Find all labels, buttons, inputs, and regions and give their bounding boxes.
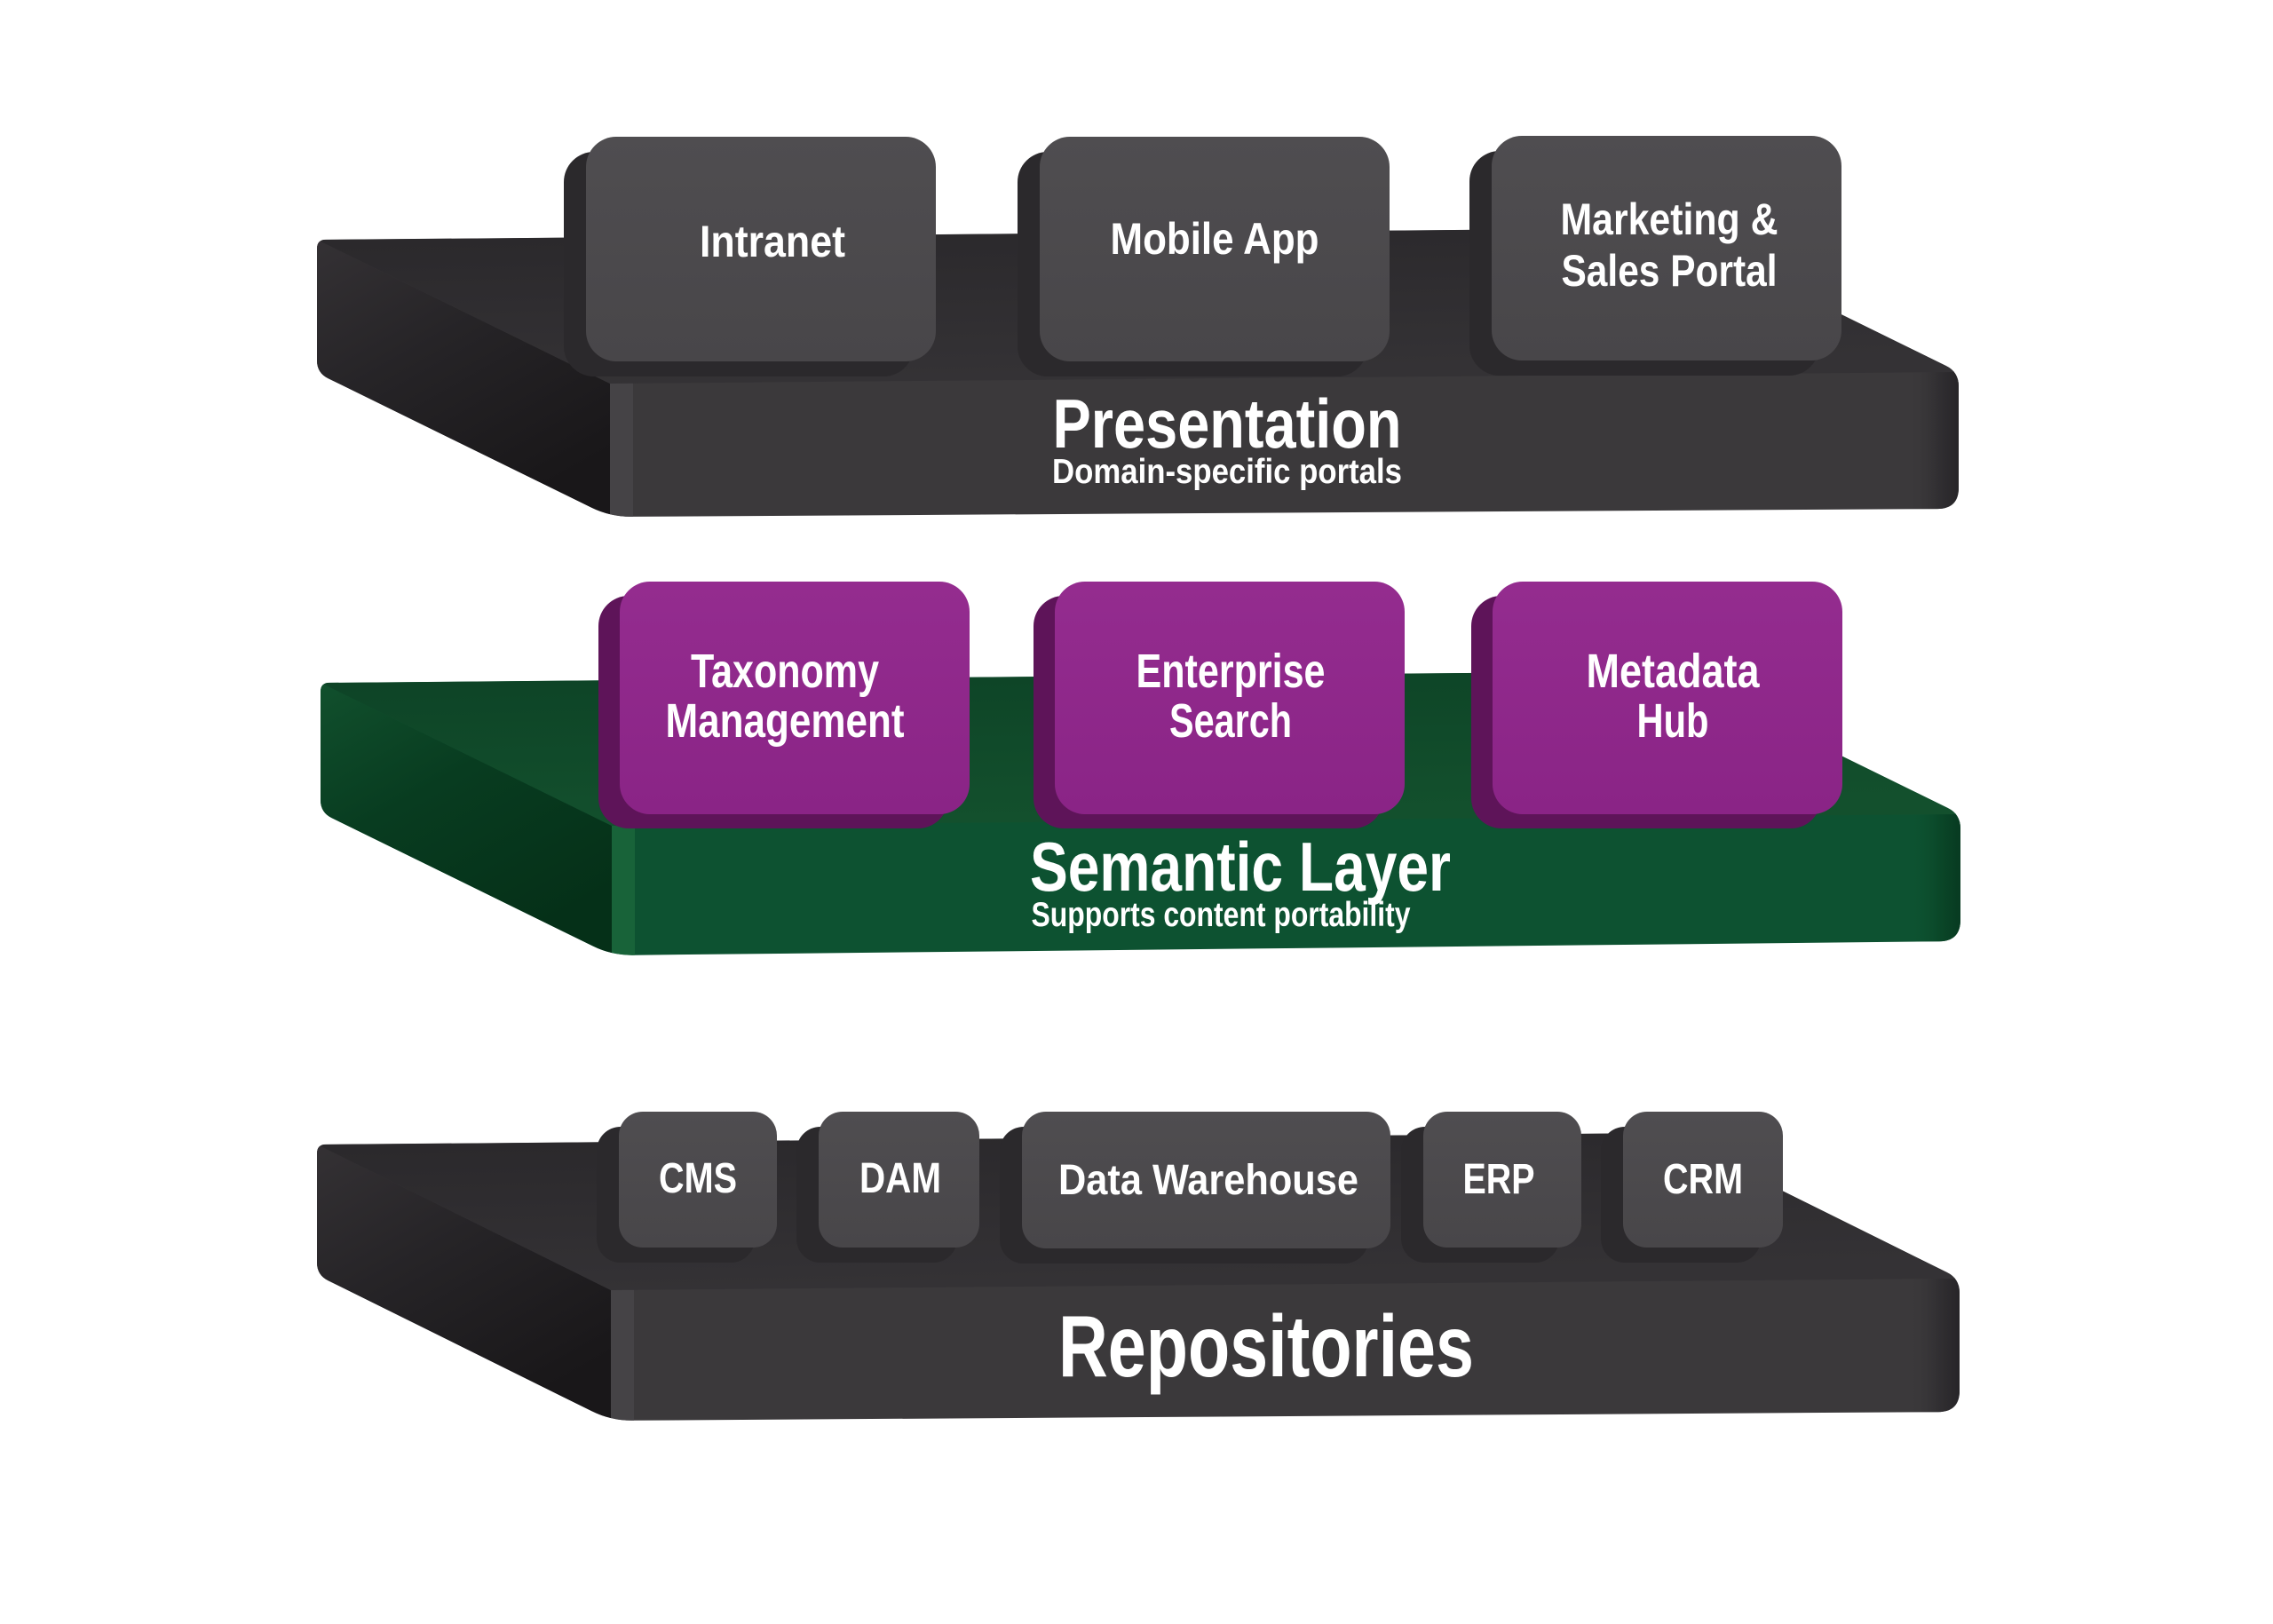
svg-text:ERP: ERP — [1463, 1156, 1535, 1203]
svg-text:Mobile App: Mobile App — [1111, 214, 1319, 264]
svg-text:DAM: DAM — [859, 1155, 941, 1202]
svg-text:CRM: CRM — [1663, 1156, 1743, 1203]
svg-text:Intranet: Intranet — [700, 217, 845, 266]
svg-text:Search: Search — [1169, 694, 1292, 748]
svg-text:Presentation: Presentation — [1053, 384, 1402, 463]
svg-text:Management: Management — [666, 694, 905, 748]
svg-text:Data Warehouse: Data Warehouse — [1058, 1157, 1358, 1204]
svg-text:Enterprise: Enterprise — [1136, 645, 1326, 698]
svg-text:Marketing &: Marketing & — [1561, 194, 1778, 244]
svg-text:CMS: CMS — [659, 1155, 737, 1202]
svg-text:Taxonomy: Taxonomy — [691, 645, 879, 698]
svg-text:Domain-specific portals: Domain-specific portals — [1052, 453, 1402, 491]
svg-text:Sales Portal: Sales Portal — [1562, 246, 1778, 296]
svg-text:Repositories: Repositories — [1058, 1297, 1474, 1395]
svg-text:Metadata: Metadata — [1587, 645, 1761, 698]
svg-text:Supports content portability: Supports content portability — [1032, 896, 1411, 934]
svg-text:Semantic Layer: Semantic Layer — [1030, 828, 1451, 906]
svg-text:Hub: Hub — [1637, 694, 1709, 748]
